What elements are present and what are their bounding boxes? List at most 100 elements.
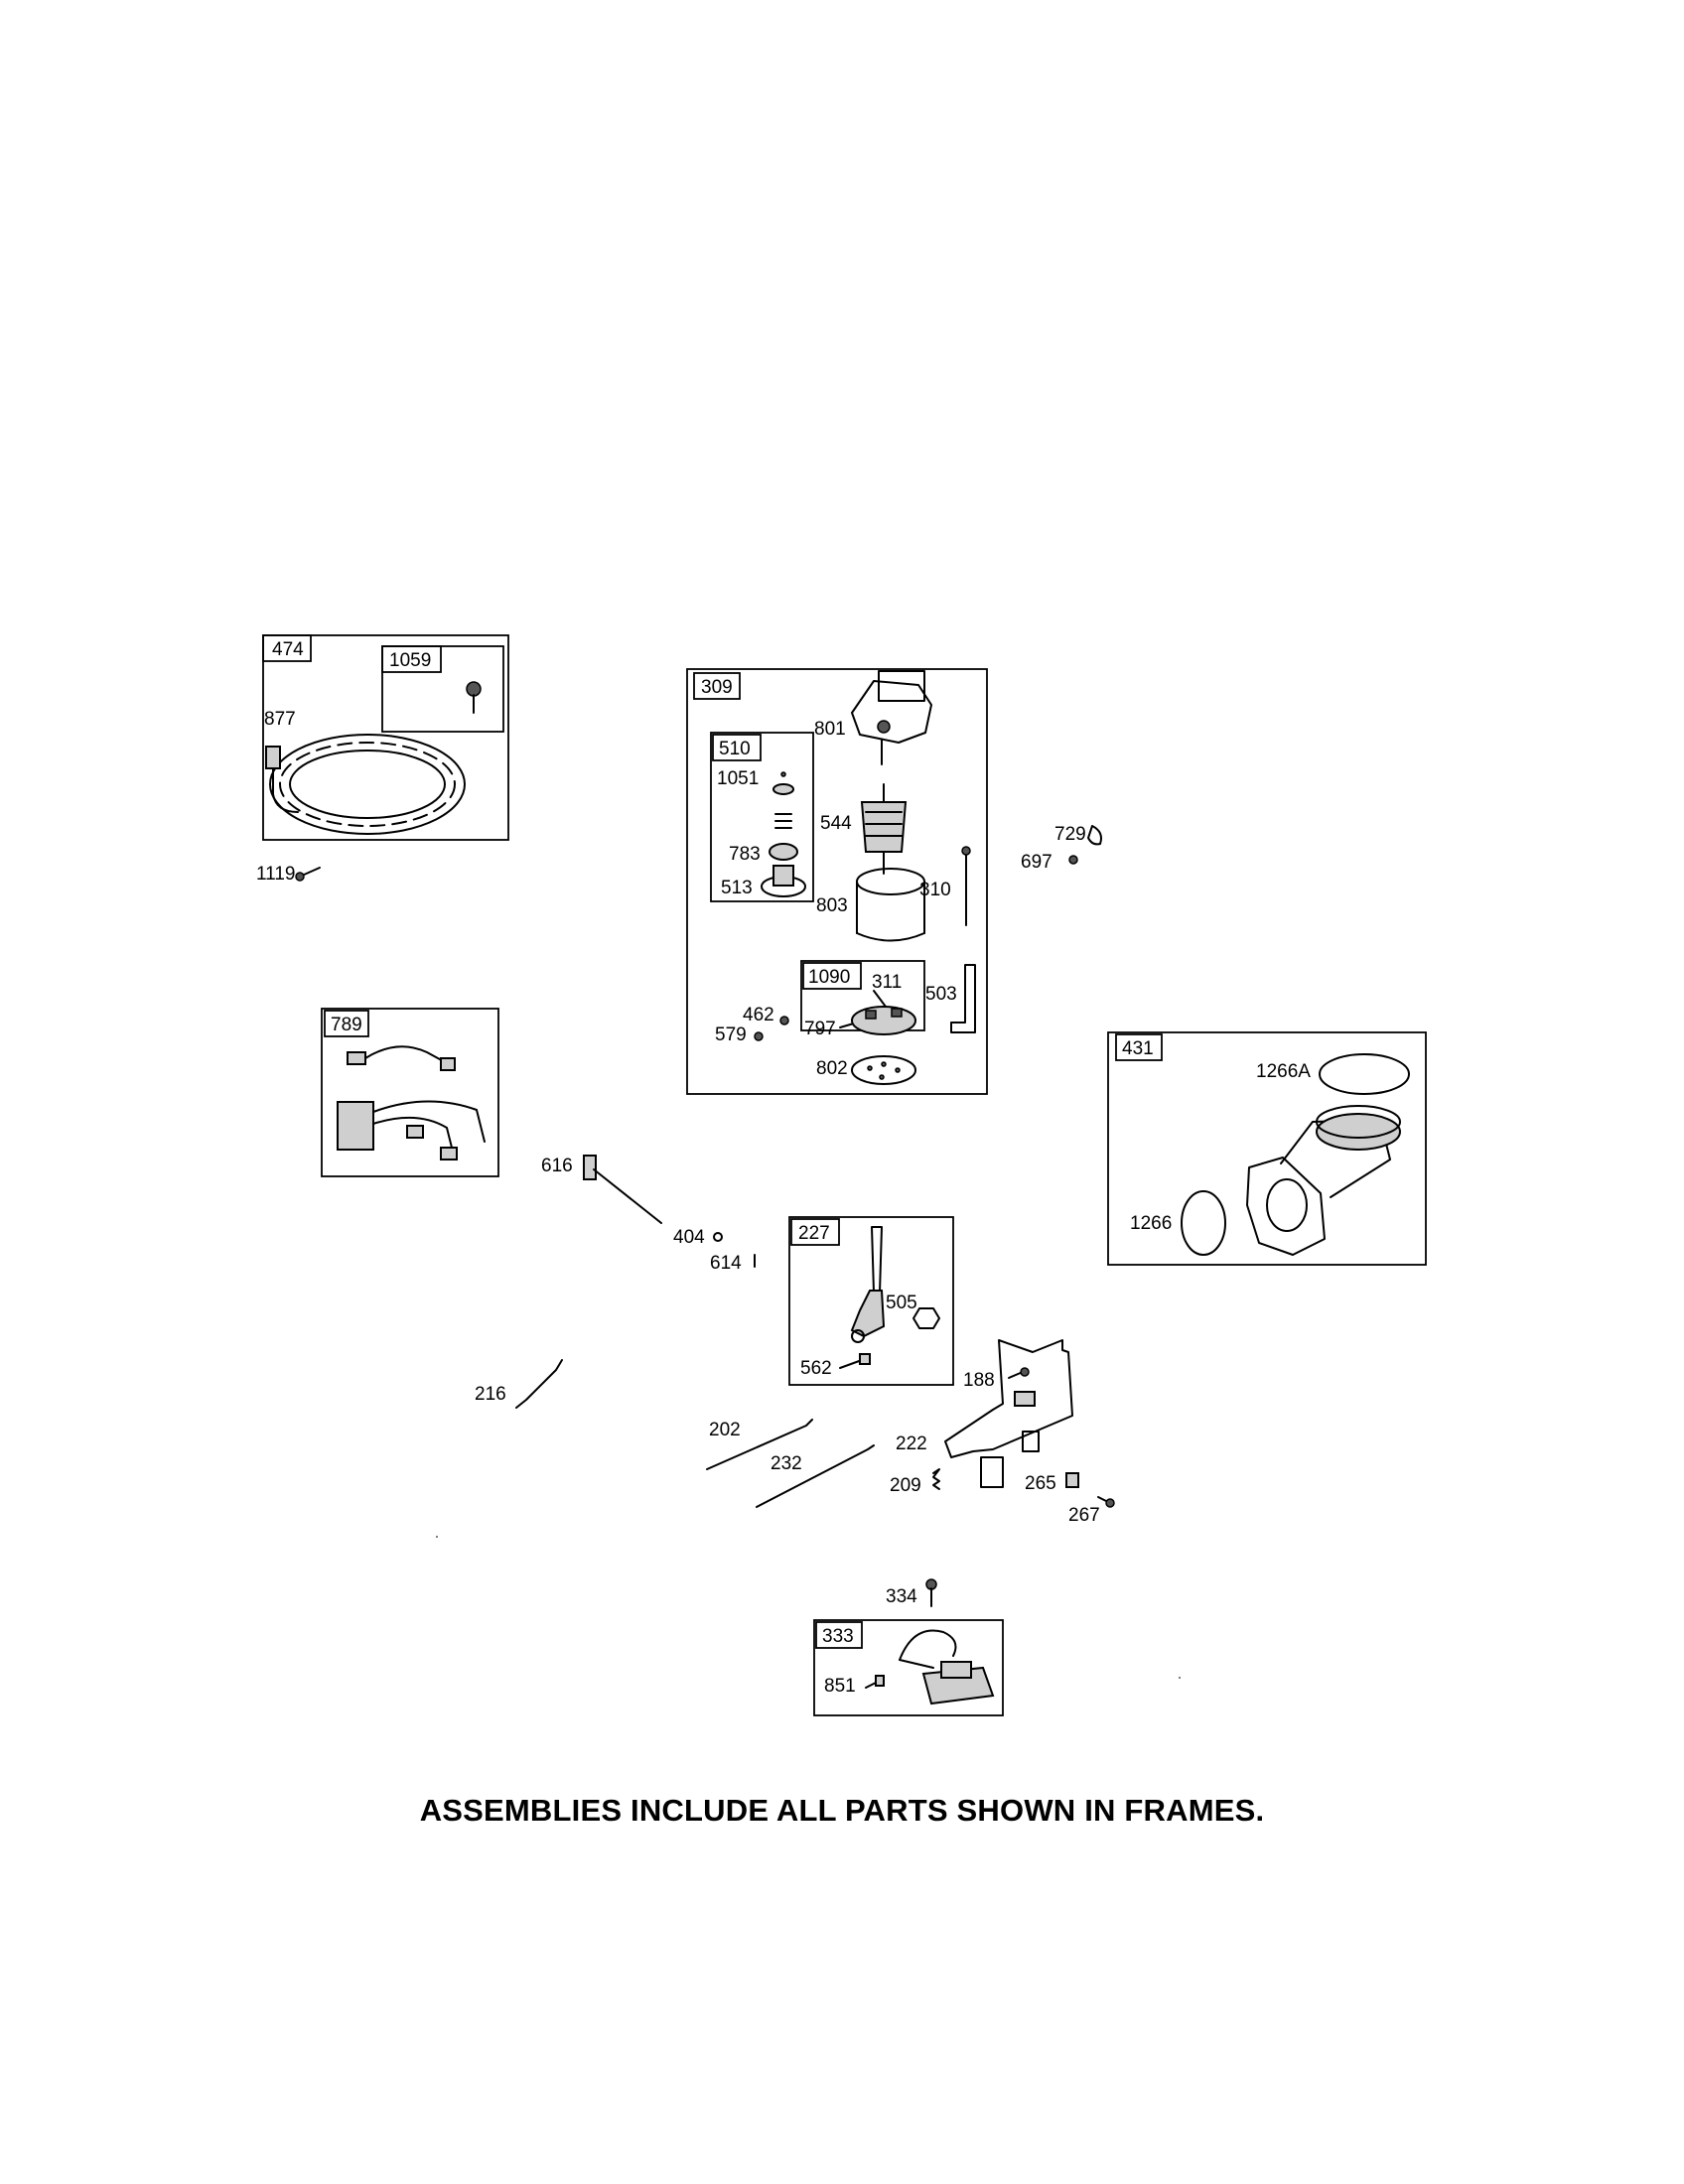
motor-housing-803-icon: [856, 868, 925, 942]
assembly-474-tag: 474: [272, 639, 304, 660]
drive-gear-icon: [761, 771, 806, 897]
callout-232: 232: [771, 1453, 802, 1474]
screw-267-icon: [1097, 1496, 1115, 1508]
callout-562: 562: [800, 1358, 832, 1379]
callout-311: 311: [872, 972, 902, 993]
spring-209-icon: [932, 1468, 940, 1490]
thru-bolt-310-icon: [961, 846, 971, 926]
shaft-616-icon: [583, 1155, 662, 1224]
assembly-474-tag-box: [262, 634, 312, 662]
screw-1059-icon: [466, 681, 482, 714]
assembly-227-tag: 227: [798, 1223, 830, 1244]
callout-797: 797: [804, 1019, 836, 1039]
callout-202: 202: [709, 1420, 741, 1440]
stator-coil-icon: [265, 734, 466, 835]
assembly-1059-tag-box: [381, 645, 442, 673]
assembly-333-frame: [813, 1619, 1004, 1716]
callout-267: 267: [1068, 1505, 1100, 1526]
callout-877: 877: [264, 709, 296, 730]
clip-729-icon: [1087, 825, 1102, 846]
assembly-227: 227 505 562: [788, 1216, 954, 1386]
assembly-227-tag-box: [790, 1218, 840, 1246]
callout-802: 802: [816, 1058, 848, 1079]
assembly-431-frame: [1107, 1031, 1427, 1266]
rod-232-icon: [756, 1444, 875, 1508]
washer-404-icon: [713, 1232, 723, 1242]
screw-851-icon: [865, 1675, 885, 1689]
assembly-1059-tag: 1059: [389, 650, 431, 671]
screw-334-icon: [925, 1578, 937, 1607]
assembly-309-frame: [686, 668, 988, 1095]
assembly-510-tag: 510: [719, 739, 751, 759]
assembly-789-tag-box: [324, 1010, 369, 1037]
nut-462-icon: [779, 1016, 789, 1025]
wire-harness-icon: [337, 1045, 486, 1160]
ignition-armature-icon: [899, 1629, 995, 1706]
control-lever-icon: [850, 1226, 886, 1343]
assembly-1090-tag: 1090: [808, 967, 850, 988]
assembly-1059-frame: [381, 645, 504, 733]
clip-265-icon: [1065, 1472, 1079, 1488]
callout-1266A: 1266A: [1256, 1061, 1311, 1082]
callout-334: 334: [886, 1586, 917, 1607]
assembly-789: 789: [321, 1008, 499, 1177]
screw-697-icon: [1068, 855, 1078, 865]
bolt-562-icon: [839, 1353, 871, 1369]
callout-614: 614: [710, 1253, 742, 1274]
bracket-503-icon: [950, 964, 976, 1033]
scan-speck: [1179, 1677, 1181, 1679]
assembly-789-tag: 789: [331, 1015, 362, 1035]
intake-elbow-icon: [1246, 1105, 1401, 1256]
callout-697: 697: [1021, 852, 1052, 873]
callout-503: 503: [925, 984, 957, 1005]
callout-188: 188: [963, 1370, 995, 1391]
washer-579-icon: [754, 1031, 764, 1041]
callout-579: 579: [715, 1024, 747, 1045]
callout-544: 544: [820, 813, 852, 834]
o-ring-1266A-icon: [1319, 1053, 1410, 1095]
assembly-474: 474 1059 877: [262, 634, 509, 841]
assembly-333-tag-box: [815, 1621, 863, 1649]
screw-1119-icon: [295, 867, 321, 882]
callout-505: 505: [886, 1293, 917, 1313]
end-cap-801-icon: [851, 670, 932, 765]
callout-404: 404: [673, 1227, 705, 1248]
rod-202-icon: [706, 1419, 813, 1470]
callout-462: 462: [743, 1005, 774, 1025]
assembly-474-frame: [262, 634, 509, 841]
control-bracket-icon: [944, 1339, 1073, 1488]
armature-544-icon: [860, 783, 908, 875]
callout-222: 222: [896, 1433, 927, 1454]
link-216-icon: [515, 1359, 563, 1409]
callout-1051: 1051: [717, 768, 759, 789]
callout-216: 216: [475, 1384, 506, 1405]
callout-851: 851: [824, 1676, 856, 1697]
assembly-309-tag: 309: [701, 677, 733, 698]
assembly-333-tag: 333: [822, 1626, 854, 1647]
callout-1119: 1119: [256, 864, 295, 885]
assembly-431-tag: 431: [1122, 1038, 1154, 1059]
assembly-309-tag-box: [693, 672, 741, 700]
callout-616: 616: [541, 1156, 573, 1176]
assembly-510-tag-box: [712, 734, 762, 761]
assembly-789-frame: [321, 1008, 499, 1177]
callout-209: 209: [890, 1475, 921, 1496]
brush-holder-icon: [851, 990, 916, 1035]
footer-note: ASSEMBLIES INCLUDE ALL PARTS SHOWN IN FR…: [419, 1793, 1265, 1828]
callout-783: 783: [729, 844, 761, 865]
assembly-309: 309 510 1051 783 513 801 544 8: [686, 668, 988, 1095]
callout-513: 513: [721, 878, 753, 898]
assembly-227-frame: [788, 1216, 954, 1386]
callout-803: 803: [816, 895, 848, 916]
callout-265: 265: [1025, 1473, 1056, 1494]
end-cap-802-icon: [851, 1055, 916, 1085]
callout-1266: 1266: [1130, 1213, 1172, 1234]
assembly-510-frame: [710, 732, 814, 902]
assembly-431: 431 1266A 1266: [1107, 1031, 1427, 1266]
callout-729: 729: [1054, 824, 1086, 845]
scan-speck: [436, 1536, 438, 1538]
callout-310: 310: [919, 880, 951, 900]
nut-505-icon: [912, 1307, 940, 1329]
o-ring-1266-icon: [1181, 1190, 1226, 1256]
